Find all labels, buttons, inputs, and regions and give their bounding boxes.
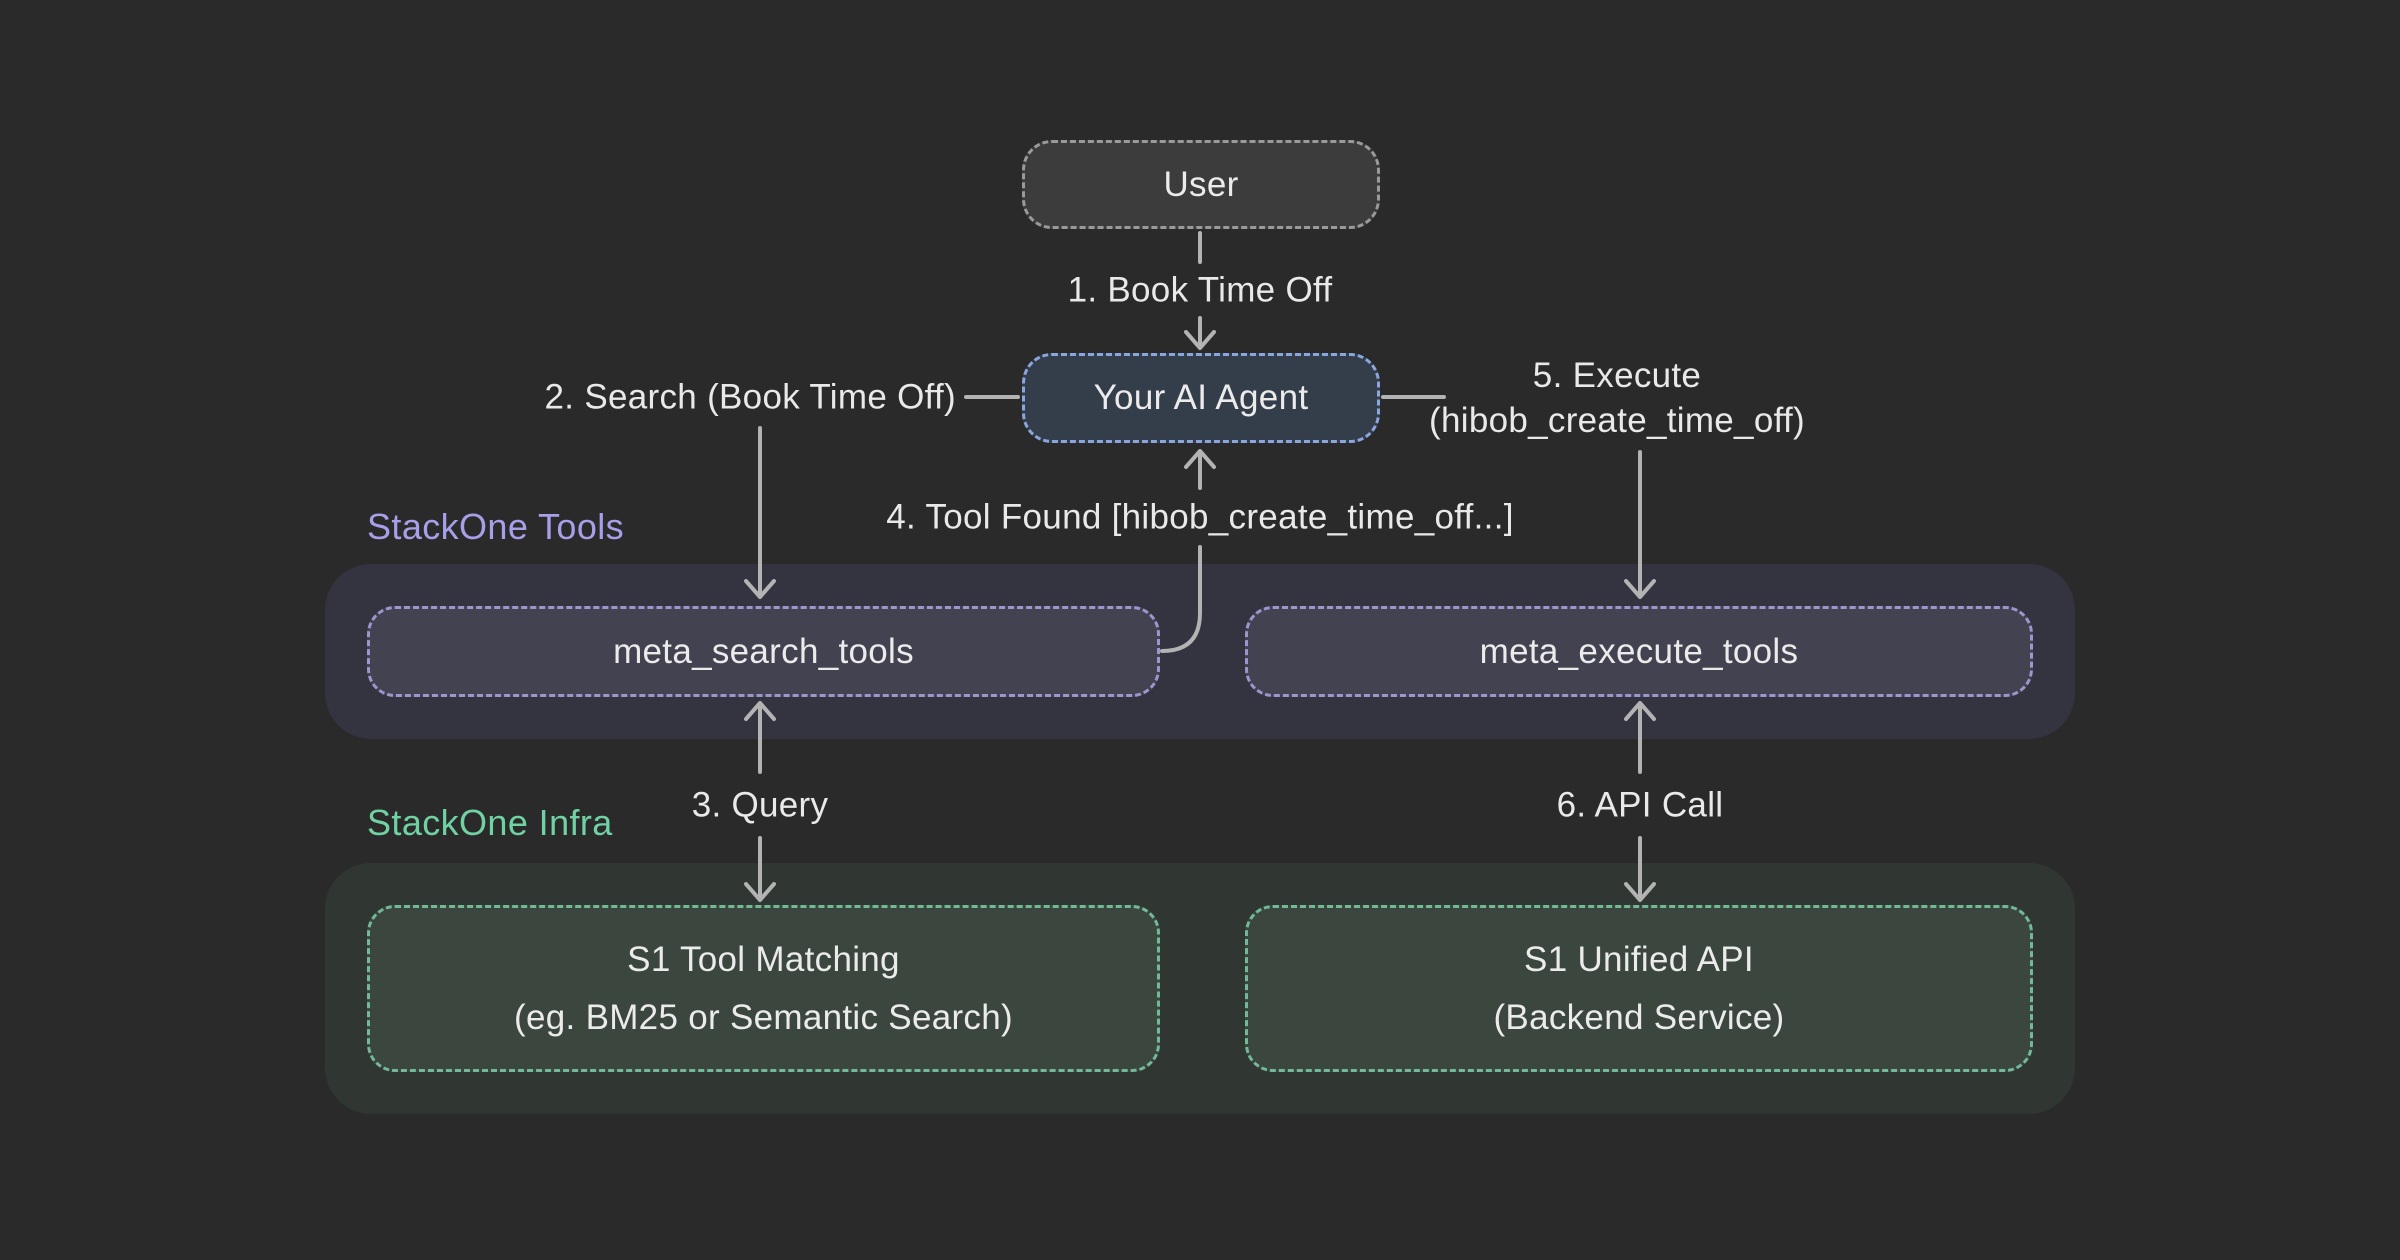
stackone-infra-label: StackOne Infra [367, 802, 613, 843]
meta-execute-tools-node: meta_execute_tools [1245, 606, 2033, 697]
s1-tool-matching-subtitle: (eg. BM25 or Semantic Search) [514, 997, 1013, 1037]
meta-execute-tools-label: meta_execute_tools [1479, 631, 1799, 671]
s1-unified-api-title: S1 Unified API [1524, 939, 1754, 979]
edge-label-step6: 6. API Call [1556, 785, 1724, 825]
edge-label-step3: 3. Query [691, 785, 829, 825]
s1-tool-matching-title: S1 Tool Matching [627, 939, 900, 979]
edge-label-step1: 1. Book Time Off [1067, 270, 1333, 310]
user-node-label: User [1163, 164, 1239, 204]
ai-agent-node-label: Your AI Agent [1093, 378, 1309, 417]
stackone-tools-label: StackOne Tools [367, 506, 625, 547]
user-node: User [1022, 140, 1380, 229]
ai-agent-node: Your AI Agent [1022, 353, 1380, 443]
edge-step4-to-agent-arrow [1184, 449, 1216, 490]
s1-unified-api-subtitle: (Backend Service) [1493, 997, 1785, 1037]
edge-label-step5-line2: (hibob_create_time_off) [1429, 401, 1805, 440]
edge-label-step2: 2. Search (Book Time Off) [544, 377, 956, 417]
s1-tool-matching-node: S1 Tool Matching (eg. BM25 or Semantic S… [367, 905, 1160, 1072]
edge-label-step4: 4. Tool Found [hibob_create_time_off...] [886, 497, 1514, 537]
edge-label-step5-line1: 5. Execute [1532, 356, 1702, 395]
meta-search-tools-node: meta_search_tools [367, 606, 1160, 697]
s1-unified-api-node: S1 Unified API (Backend Service) [1245, 905, 2033, 1072]
edge-label-step5: 5. Execute (hibob_create_time_off) [1429, 353, 1805, 443]
edge-step1-to-agent-arrow [1184, 316, 1216, 350]
meta-search-tools-label: meta_search_tools [613, 631, 914, 671]
